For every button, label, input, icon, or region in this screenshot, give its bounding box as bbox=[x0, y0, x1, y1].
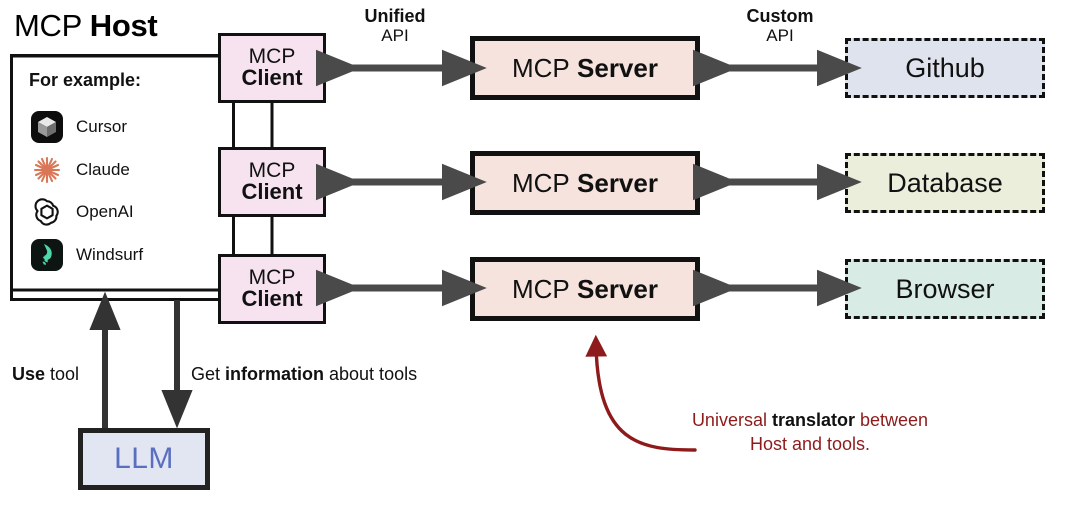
client-line2: Client bbox=[241, 286, 303, 312]
list-item-windsurf: Windsurf bbox=[30, 235, 220, 275]
client-line2: Client bbox=[241, 179, 303, 205]
openai-icon bbox=[30, 195, 64, 229]
app-label: OpenAI bbox=[76, 202, 134, 221]
llm-label: LLM bbox=[114, 442, 174, 475]
client-line2: Client bbox=[241, 65, 303, 91]
unified-api-label: Unified API bbox=[364, 6, 426, 46]
resource-box-github: Github bbox=[845, 38, 1045, 98]
mcp-server-box-3: MCP Server bbox=[470, 257, 700, 321]
mcp-client-box-3: MCP Client bbox=[218, 254, 326, 324]
host-title-regular: MCP bbox=[14, 8, 82, 43]
server-label-3: MCP Server bbox=[512, 273, 658, 304]
app-label: Windsurf bbox=[76, 245, 144, 264]
client-line1: MCP bbox=[248, 159, 296, 183]
list-item-claude: Claude bbox=[30, 150, 220, 190]
resource-label: Database bbox=[887, 167, 1003, 198]
resource-box-browser: Browser bbox=[845, 259, 1045, 319]
resource-box-database: Database bbox=[845, 153, 1045, 213]
mcp-server-box-2: MCP Server bbox=[470, 151, 700, 215]
app-label: Cursor bbox=[76, 117, 128, 136]
cursor-icon bbox=[30, 110, 64, 144]
resource-label: Github bbox=[905, 52, 985, 83]
list-item-openai: OpenAI bbox=[30, 192, 220, 232]
app-label: Claude bbox=[76, 160, 130, 179]
custom-api-label: Custom API bbox=[746, 6, 814, 46]
server-label-2: MCP Server bbox=[512, 167, 658, 198]
translator-annotation: Universal translator between Host and to… bbox=[691, 410, 929, 455]
mcp-client-box-1: MCP Client bbox=[218, 33, 326, 103]
mcp-server-box-1: MCP Server bbox=[470, 36, 700, 100]
for-example-label: For example: bbox=[29, 70, 142, 90]
host-title: MCP Host bbox=[14, 8, 158, 44]
mcp-client-box-2: MCP Client bbox=[218, 147, 326, 217]
get-information-label: Get information about tools bbox=[191, 364, 418, 384]
client-line1: MCP bbox=[248, 45, 296, 69]
windsurf-icon bbox=[30, 238, 64, 272]
claude-icon bbox=[30, 153, 64, 187]
server-label-1: MCP Server bbox=[512, 52, 658, 83]
client-line1: MCP bbox=[248, 266, 296, 290]
resource-label: Browser bbox=[895, 273, 995, 304]
llm-box: LLM bbox=[78, 428, 210, 490]
use-tool-label: Use tool bbox=[12, 364, 80, 384]
list-item-cursor: Cursor bbox=[30, 107, 220, 147]
host-title-bold: Host bbox=[89, 8, 158, 43]
